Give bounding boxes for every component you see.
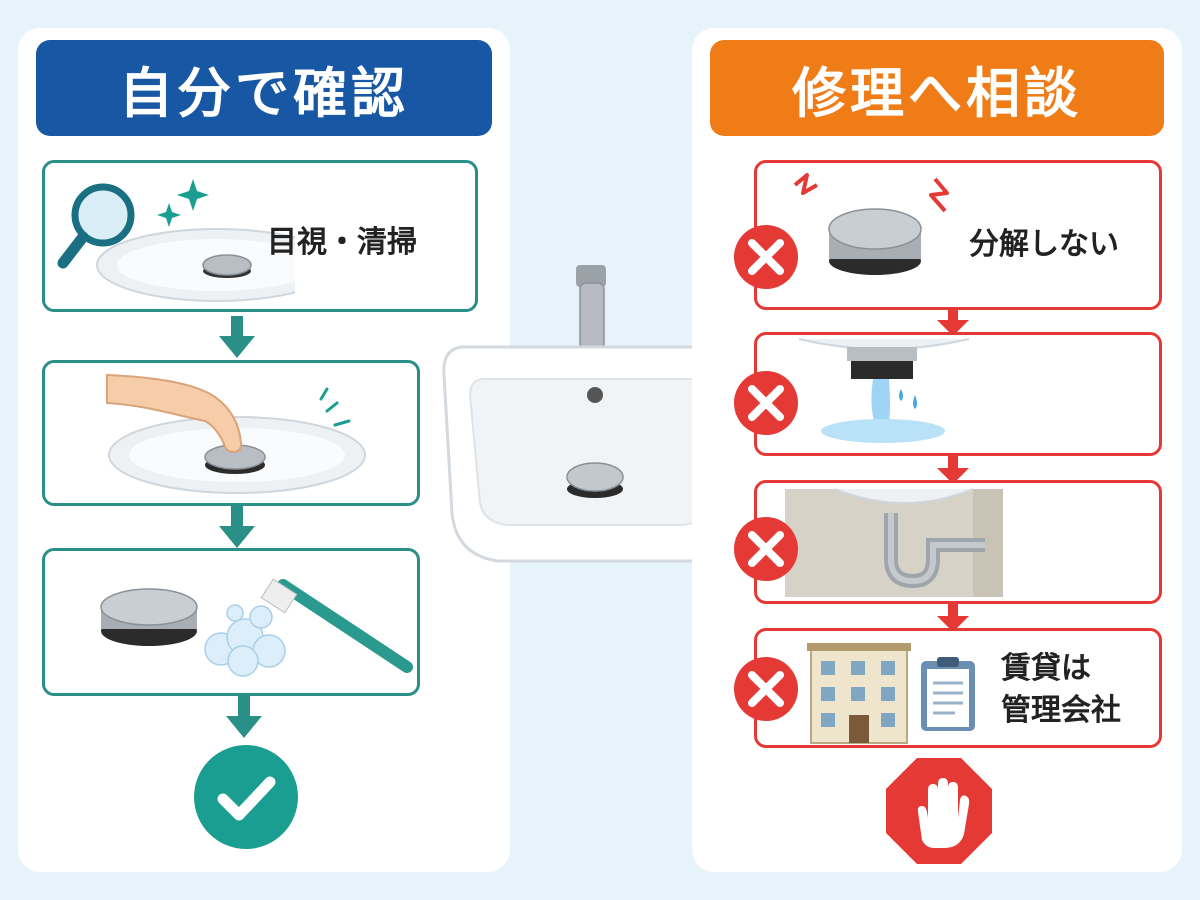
- magnifier-icon: [57, 183, 135, 269]
- right-step-rental-manager: 賃貸は 管理会社: [754, 628, 1162, 748]
- leaking-drain-illustration: [798, 338, 970, 443]
- left-step-press-stopper: [42, 360, 420, 506]
- right-step-dont-disassemble: 分解しない: [754, 160, 1162, 310]
- clipboard-icon: [921, 657, 975, 731]
- check-icon: [194, 745, 298, 849]
- hand-pressing-stopper-illustration: [106, 373, 366, 494]
- right-arrow-1: [937, 308, 969, 336]
- x-mark-icon: [734, 517, 798, 581]
- drain-pipe-illustration: [785, 488, 1003, 597]
- right-step-1-label: 分解しない: [969, 227, 1119, 262]
- x-mark-icon: [734, 371, 798, 435]
- left-step-1-label: 目視・清掃: [267, 225, 417, 260]
- right-arrow-2: [937, 456, 969, 484]
- left-arrow-3: [226, 696, 262, 738]
- sink-illustration: [442, 265, 748, 563]
- right-step-pipe: [754, 480, 1162, 604]
- left-header: 自分で確認: [36, 40, 492, 136]
- x-mark-icon: [734, 657, 798, 721]
- left-title: 自分で確認: [119, 61, 409, 125]
- stop-hand-icon: [886, 758, 992, 864]
- left-arrow-2: [219, 506, 255, 548]
- right-arrow-3: [937, 604, 969, 632]
- right-title: 修理へ相談: [792, 61, 1082, 125]
- right-step-4-label-line1: 賃貸は: [1001, 651, 1091, 686]
- sink-drain-illustration: [96, 228, 295, 302]
- x-mark-icon: [734, 225, 798, 289]
- stopper-warning-illustration: [793, 173, 949, 275]
- right-step-4-label-line2: 管理会社: [1001, 693, 1121, 728]
- left-arrow-1: [219, 316, 255, 358]
- building-icon: [807, 643, 911, 744]
- right-step-leak: [754, 332, 1162, 456]
- sparkle-icon: [157, 179, 209, 227]
- left-step-inspect-clean: 目視・清掃: [42, 160, 478, 312]
- right-header: 修理へ相談: [710, 40, 1164, 136]
- stopper-foam-brush-illustration: [100, 578, 413, 677]
- left-step-brush-clean: [42, 548, 420, 696]
